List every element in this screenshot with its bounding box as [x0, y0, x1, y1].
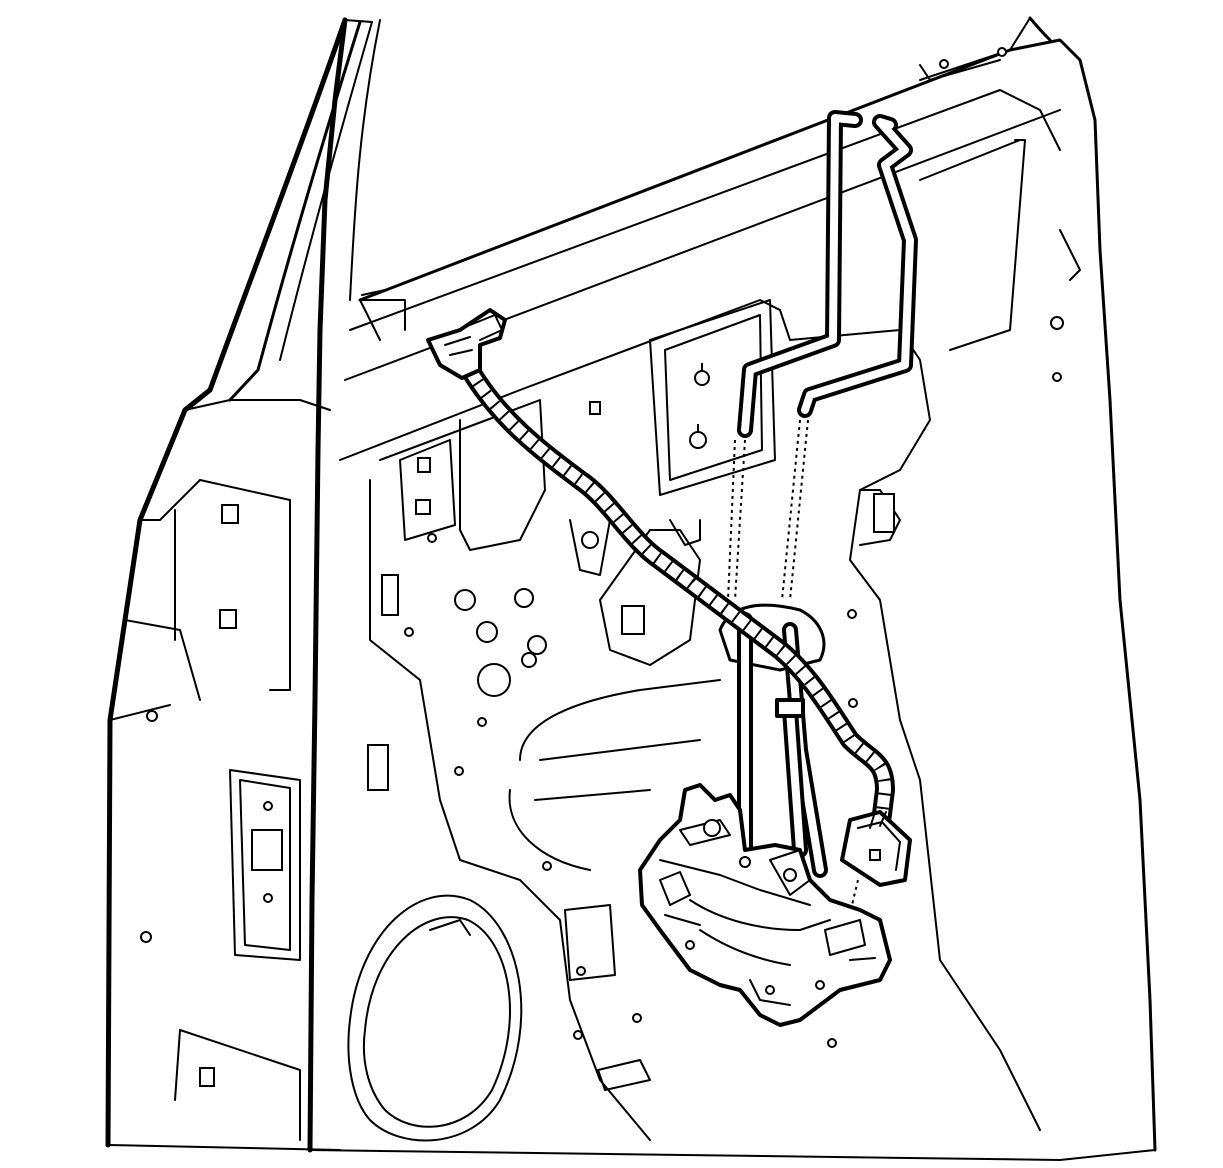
inside-handle-cable: [737, 110, 863, 858]
inner-panel-recess: [339, 299, 1041, 1141]
harness-connector-lower: [840, 810, 912, 887]
guide-lines: [727, 419, 859, 906]
speaker-opening: [347, 894, 523, 1142]
wiring-harness: [460, 360, 895, 840]
door-frame: [105, 16, 1052, 1151]
door-inner-panel: [307, 17, 1157, 1161]
harness-connector-upper: [426, 308, 507, 380]
latch-actuator-assembly: [638, 783, 892, 1027]
